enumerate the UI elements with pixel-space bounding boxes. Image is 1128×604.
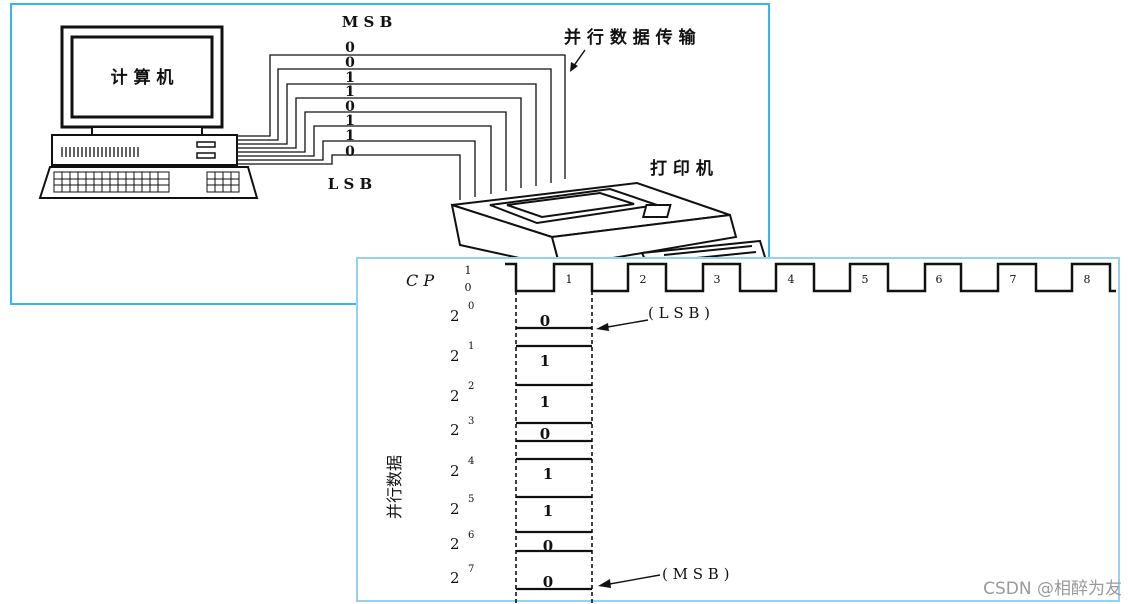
msb-annotation: ( M S B ) — [662, 565, 729, 583]
pulse-number: 2 — [640, 273, 647, 286]
power-base: 2 — [450, 462, 460, 480]
pulse-number: 5 — [862, 273, 869, 286]
data-row-2-4: 2 4 1 — [450, 456, 592, 499]
bit-value: 1 — [345, 70, 355, 86]
lsb-arrow-icon — [596, 319, 649, 331]
data-row-2-7: 2 7 0 — [450, 564, 592, 591]
parallel-wires — [238, 54, 566, 200]
power-base: 2 — [450, 347, 460, 365]
pulse-number: 3 — [714, 273, 721, 286]
bit-value: 1 — [543, 502, 553, 520]
power-base: 2 — [450, 535, 460, 553]
bit-value: 0 — [345, 144, 355, 160]
parallel-transmission-label: 并 行 数 据 传 输 — [564, 27, 697, 48]
bit-value: 1 — [345, 84, 355, 100]
data-row-2-1: 2 1 1 — [450, 341, 592, 387]
parallel-data-vertical-label: 并行数据 — [385, 455, 404, 519]
power-exponent: 3 — [468, 416, 474, 427]
parallel-transmission-diagram: 计 算 机 — [38, 13, 770, 281]
bit-value: 1 — [540, 352, 550, 370]
pulse-number: 8 — [1084, 273, 1091, 286]
clock-waveform — [505, 262, 1116, 293]
power-base: 2 — [450, 421, 460, 439]
power-exponent: 1 — [468, 341, 474, 352]
bit-value: 1 — [345, 128, 355, 144]
keyboard-icon — [38, 166, 259, 199]
bit-values: 0 0 1 1 0 1 1 0 — [345, 40, 355, 160]
parallel-transmission-panel: 计 算 机 — [10, 3, 770, 305]
pulse-number: 6 — [936, 273, 943, 286]
power-base: 2 — [450, 387, 460, 405]
pulse-numbers: 1 2 3 4 5 6 7 8 — [566, 273, 1091, 286]
bit-value: 0 — [345, 55, 355, 71]
pointer-arrow-icon — [570, 49, 586, 72]
power-exponent: 2 — [468, 381, 474, 392]
data-row-2-2: 2 2 1 — [450, 381, 592, 425]
printer-icon — [450, 181, 770, 281]
bit-value: 1 — [540, 393, 550, 411]
data-row-2-5: 2 5 1 — [450, 494, 592, 534]
power-base: 2 — [450, 569, 460, 587]
computer-label: 计 算 机 — [111, 67, 174, 88]
pulse-number: 4 — [788, 273, 795, 286]
msb-arrow-icon — [598, 574, 661, 588]
system-unit-icon — [51, 134, 238, 166]
power-exponent: 7 — [468, 564, 474, 575]
cp-high-label: 1 — [465, 264, 472, 277]
pulse-number: 1 — [566, 273, 573, 286]
timing-diagram-panel: C P 1 0 1 2 3 4 5 6 7 8 并行数据 2 0 0 — [356, 257, 1120, 604]
bit-value: 0 — [540, 425, 550, 443]
lsb-annotation: ( L S B ) — [648, 304, 710, 322]
bit-value: 0 — [345, 40, 355, 56]
printer-label: 打 印 机 — [650, 158, 713, 179]
power-exponent: 4 — [468, 456, 474, 467]
cp-low-label: 0 — [465, 281, 472, 294]
power-exponent: 0 — [468, 301, 474, 312]
power-exponent: 5 — [468, 494, 474, 505]
timing-diagram: C P 1 0 1 2 3 4 5 6 7 8 并行数据 2 0 0 — [385, 262, 1116, 604]
data-row-2-0: 2 0 0 — [450, 301, 592, 330]
data-row-2-3: 2 3 0 — [450, 416, 592, 443]
power-exponent: 6 — [468, 530, 474, 541]
power-base: 2 — [450, 307, 460, 325]
bit-value: 0 — [543, 537, 553, 555]
pulse-number: 7 — [1010, 273, 1017, 286]
cp-label: C P — [406, 271, 434, 290]
bit-value: 1 — [345, 113, 355, 129]
bit-value: 1 — [543, 465, 553, 483]
data-row-2-6: 2 6 0 — [450, 530, 592, 555]
monitor-icon — [60, 25, 224, 136]
bit-value: 0 — [543, 573, 553, 591]
power-base: 2 — [450, 500, 460, 518]
msb-label: M S B — [342, 13, 393, 31]
bit-value: 0 — [345, 99, 355, 115]
bit-value: 0 — [540, 312, 550, 330]
lsb-label: L S B — [328, 175, 373, 193]
watermark: CSDN @相醉为友 — [983, 579, 1122, 599]
